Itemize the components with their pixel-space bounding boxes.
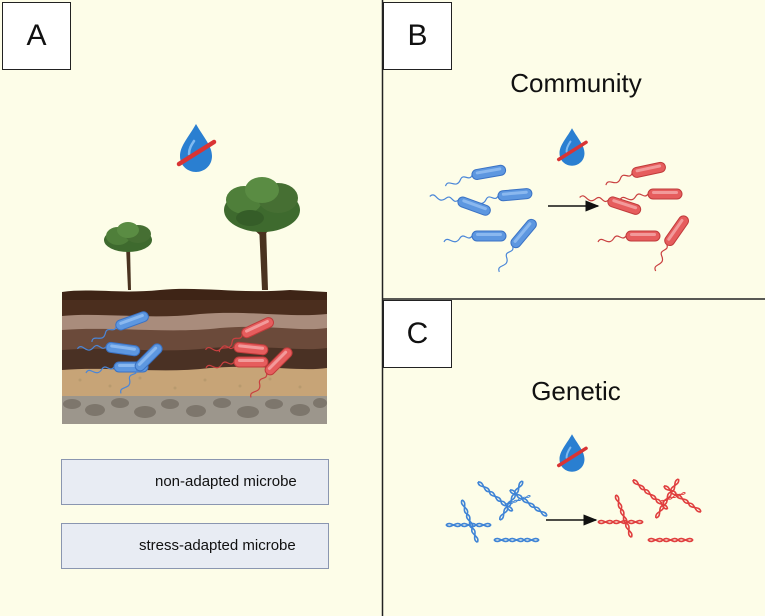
bacterium-icon (490, 216, 540, 273)
bacterium-icon (429, 185, 493, 219)
bacterium-icon (619, 188, 683, 201)
water-drop-crossed-icon (179, 124, 214, 172)
panel-label-c: C (383, 300, 452, 368)
legend-non-adapted-label: non-adapted microbe (155, 473, 297, 490)
tree-icon (104, 222, 152, 290)
bacterium-icon (646, 213, 692, 272)
water-drop-crossed-icon (556, 126, 588, 168)
genetic-title: Genetic (531, 376, 621, 406)
soil-profile-icon (62, 288, 327, 436)
legend-non-adapted (61, 459, 329, 505)
panel-label-a: A (2, 2, 71, 70)
bacterium-icon (597, 230, 661, 243)
community-title: Community (510, 68, 642, 98)
bacterium-icon (603, 160, 668, 186)
bacterium-icon (442, 163, 508, 187)
bacterium-icon (579, 186, 643, 218)
water-drop-crossed-icon (556, 432, 588, 474)
legend-stress-adapted-label: stress-adapted microbe (139, 537, 296, 554)
legend-stress-adapted (61, 523, 329, 569)
panel-label-b: B (383, 2, 452, 70)
bacterium-icon (443, 230, 507, 243)
tree-icon (224, 177, 300, 290)
dna-icon (597, 477, 703, 543)
dna-icon (445, 479, 549, 544)
